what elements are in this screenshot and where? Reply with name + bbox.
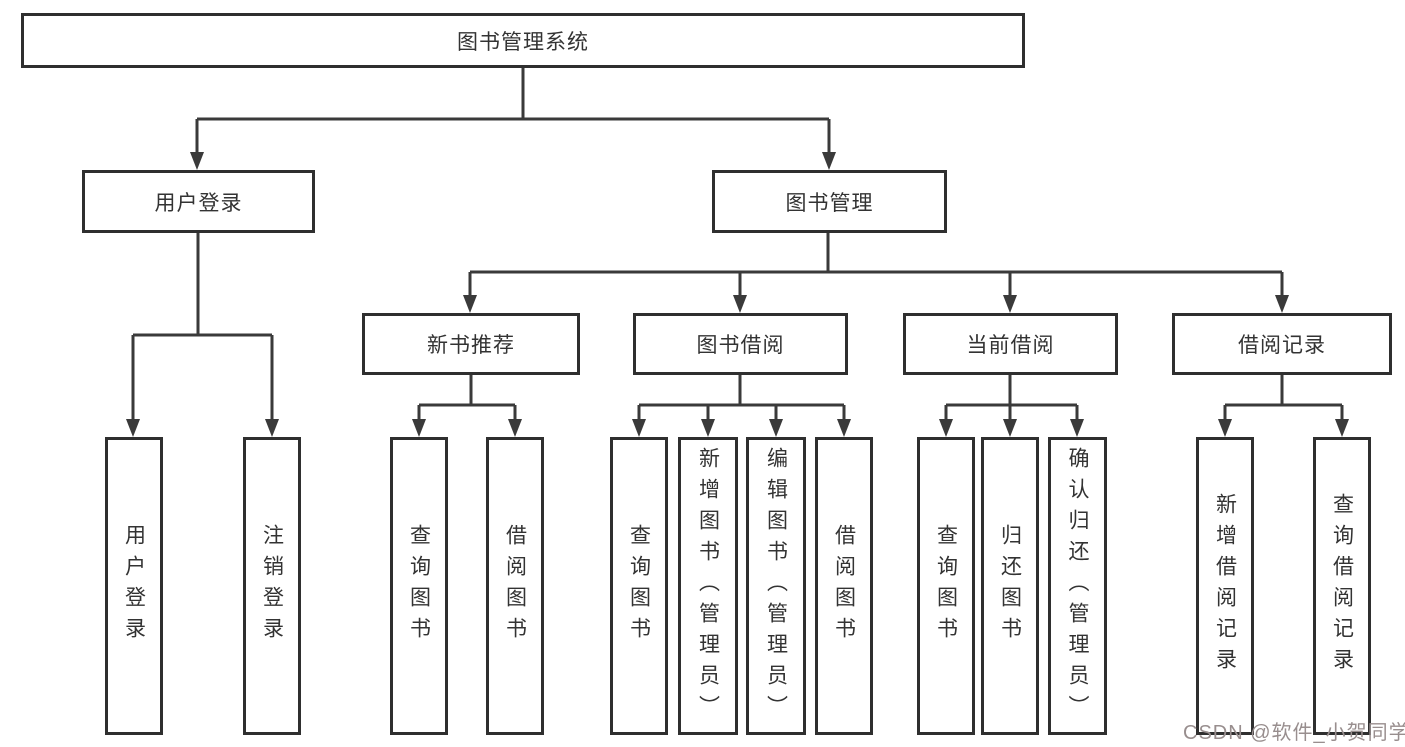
leaf-records-add-record-label: 新增借阅记录 [1213,493,1237,679]
leaf-current-return-books-label: 归还图书 [998,524,1022,648]
node-book-management: 图书管理 [712,170,947,233]
leaf-recommend-query-books-label: 查询图书 [407,524,431,648]
leaf-borrow-borrow-books-label: 借阅图书 [832,524,856,648]
node-new-book-recommend: 新书推荐 [362,313,580,375]
node-root-label: 图书管理系统 [457,30,589,54]
node-user-login-label: 用户登录 [154,191,243,215]
node-book-management-label: 图书管理 [785,191,874,215]
node-book-borrow-label: 图书借阅 [696,334,785,357]
leaf-borrow-add-books-admin: 新增图书（管理员） [678,437,738,735]
leaf-borrow-query-books-label: 查询图书 [627,524,651,648]
watermark-text: CSDN @软件_小贺同学 [1183,722,1405,744]
leaf-borrow-query-books: 查询图书 [610,437,668,735]
leaf-recommend-query-books: 查询图书 [390,437,448,735]
node-borrow-records-label: 借阅记录 [1238,334,1326,357]
leaf-borrow-edit-books-admin-label: 编辑图书（管理员） [764,446,788,726]
leaf-current-confirm-return-admin: 确认归还（管理员） [1048,437,1107,735]
leaf-current-confirm-return-admin-label: 确认归还（管理员） [1066,446,1089,726]
leaf-user-login-label: 用户登录 [122,524,146,648]
leaf-recommend-borrow-books: 借阅图书 [486,437,544,735]
node-user-login: 用户登录 [82,170,315,233]
arrowheads [126,152,1349,437]
leaf-logout: 注销登录 [243,437,301,735]
leaf-borrow-edit-books-admin: 编辑图书（管理员） [746,437,806,735]
leaf-recommend-borrow-books-label: 借阅图书 [503,524,527,648]
node-new-book-recommend-label: 新书推荐 [427,334,515,357]
leaf-records-add-record: 新增借阅记录 [1196,437,1254,735]
leaf-records-query-record: 查询借阅记录 [1313,437,1371,735]
node-book-borrow: 图书借阅 [633,313,848,375]
node-current-borrow: 当前借阅 [903,313,1118,375]
leaf-user-login: 用户登录 [105,437,163,735]
leaf-logout-label: 注销登录 [260,524,284,648]
leaf-current-return-books: 归还图书 [981,437,1039,735]
leaf-records-query-record-label: 查询借阅记录 [1330,493,1354,679]
node-current-borrow-label: 当前借阅 [966,334,1055,357]
leaf-borrow-borrow-books: 借阅图书 [815,437,873,735]
leaf-borrow-add-books-admin-label: 新增图书（管理员） [696,446,720,726]
node-root: 图书管理系统 [21,13,1025,68]
leaf-current-query-books-label: 查询图书 [934,524,958,648]
node-borrow-records: 借阅记录 [1172,313,1392,375]
leaf-current-query-books: 查询图书 [917,437,975,735]
